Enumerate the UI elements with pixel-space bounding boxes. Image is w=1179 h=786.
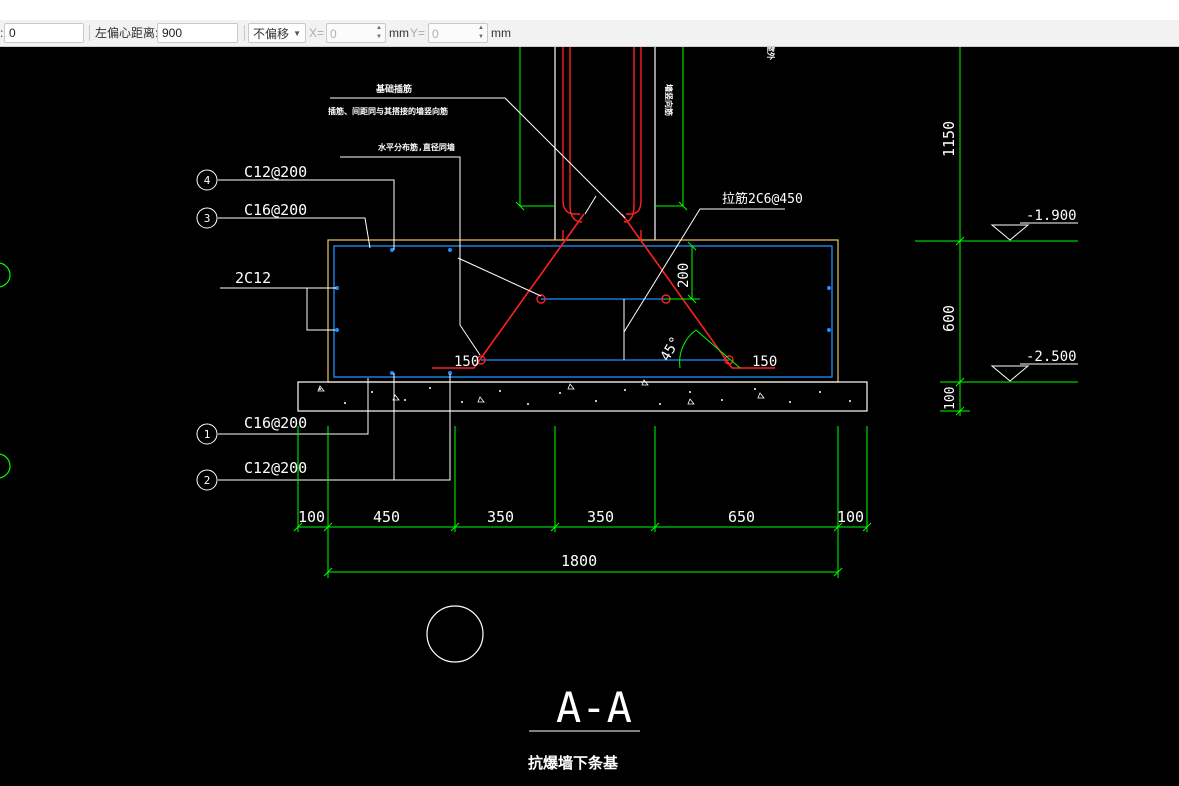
rebar-dots	[335, 248, 831, 375]
total-width-label: 1800	[561, 552, 597, 570]
dim-label: 100	[298, 508, 325, 526]
top-cover-dim-label: 200	[676, 263, 692, 288]
elevation-marker	[990, 222, 1078, 241]
dim-tick	[515, 201, 525, 211]
vertical-dim-label: 100	[943, 387, 958, 410]
title-strip	[0, 0, 1179, 20]
dim-label: 100	[837, 508, 864, 526]
x-label: X=	[309, 26, 325, 40]
angle-arc	[679, 329, 697, 369]
callout-1: 1 C16@200	[196, 414, 307, 445]
svg-text:C16@200: C16@200	[244, 414, 307, 432]
offset-input[interactable]	[157, 23, 238, 43]
concrete-hatch	[319, 387, 851, 405]
leader-lines	[218, 97, 785, 481]
svg-text:C16@200: C16@200	[244, 201, 307, 219]
diagonal-rebar	[432, 213, 775, 369]
svg-text:4: 4	[204, 174, 211, 187]
first-field-label: :	[0, 26, 4, 40]
wall	[554, 47, 656, 240]
ext-right-label: 150	[752, 354, 777, 370]
concrete-hatch-triangles	[317, 379, 765, 405]
note-outdoor: 室外	[766, 47, 776, 60]
svg-text:C12@200: C12@200	[244, 459, 307, 477]
angle-leg	[695, 329, 741, 369]
callout-3: 3 C16@200	[196, 201, 307, 229]
elevation-label: -1.900	[1026, 208, 1077, 224]
elevation-label: -2.500	[1026, 349, 1077, 365]
callout-4: 4 C12@200	[196, 163, 307, 191]
dim-tick	[687, 241, 697, 251]
grid-bubble	[0, 262, 11, 288]
vertical-dim-label: 1150	[940, 121, 958, 157]
x-value: 0	[330, 27, 337, 41]
dim-tick	[678, 201, 688, 211]
spinner-arrows-icon[interactable]: ▲▼	[376, 25, 382, 40]
section-title: A-A	[556, 683, 632, 732]
offset-label: 左偏心距离:	[95, 26, 159, 40]
bar-ends	[476, 294, 734, 365]
section-subtitle: 抗爆墙下条基	[528, 754, 619, 772]
vertical-dim-label: 600	[940, 305, 958, 332]
cad-drawing-canvas[interactable]: 4 C12@200 3 C16@200 1 C16@200 2 C12@200 …	[0, 47, 1179, 786]
blinding-layer	[297, 381, 868, 412]
y-value: 0	[432, 27, 439, 41]
stirrup-label: 拉筋2C6@450	[722, 191, 803, 207]
svg-text:1: 1	[204, 428, 211, 441]
svg-text:2: 2	[204, 474, 211, 487]
y-unit: mm	[491, 26, 511, 40]
dim-label: 350	[487, 508, 514, 526]
footing-rebar-cage	[333, 245, 833, 378]
note-dowel: 基础插筋	[375, 83, 412, 95]
ext-left-label: 150	[454, 354, 479, 370]
divider	[244, 25, 245, 41]
grid-bubble	[0, 453, 11, 479]
vertical-dimension-chain	[915, 47, 1078, 416]
chevron-down-icon: ▼	[293, 29, 301, 38]
offset-mode-select[interactable]: 不偏移 ▼	[248, 23, 306, 43]
note-wall-bar: 墙竖向筋	[664, 84, 674, 116]
y-spinbox[interactable]: 0 ▲▼	[428, 23, 488, 43]
divider	[89, 25, 90, 41]
toolbar: : 左偏心距离: 不偏移 ▼ X= 0 ▲▼ mm Y= 0 ▲▼ mm	[0, 20, 1179, 47]
section-bubble	[426, 605, 484, 663]
dimension-chain	[293, 426, 872, 578]
dim-label: 650	[728, 508, 755, 526]
spinner-arrows-icon[interactable]: ▲▼	[478, 25, 484, 40]
first-input[interactable]	[4, 23, 84, 43]
x-spinbox[interactable]: 0 ▲▼	[326, 23, 386, 43]
note-dowel-spacing: 插筋、间距同与其搭接的墙竖向筋	[328, 106, 448, 116]
offset-mode-value: 不偏移	[253, 27, 290, 41]
dim-label: 350	[587, 508, 614, 526]
elevation-marker	[990, 363, 1078, 382]
wall-rebar	[562, 47, 642, 240]
svg-text:C12@200: C12@200	[244, 163, 307, 181]
note-horizontal-bar: 水平分布筋,直径同墙	[377, 142, 455, 152]
dim-label: 450	[373, 508, 400, 526]
side-bar-label: 2C12	[235, 269, 271, 287]
y-label: Y=	[410, 26, 426, 40]
svg-text:3: 3	[204, 212, 211, 225]
callout-2: 2 C12@200	[196, 459, 307, 491]
x-unit: mm	[389, 26, 409, 40]
